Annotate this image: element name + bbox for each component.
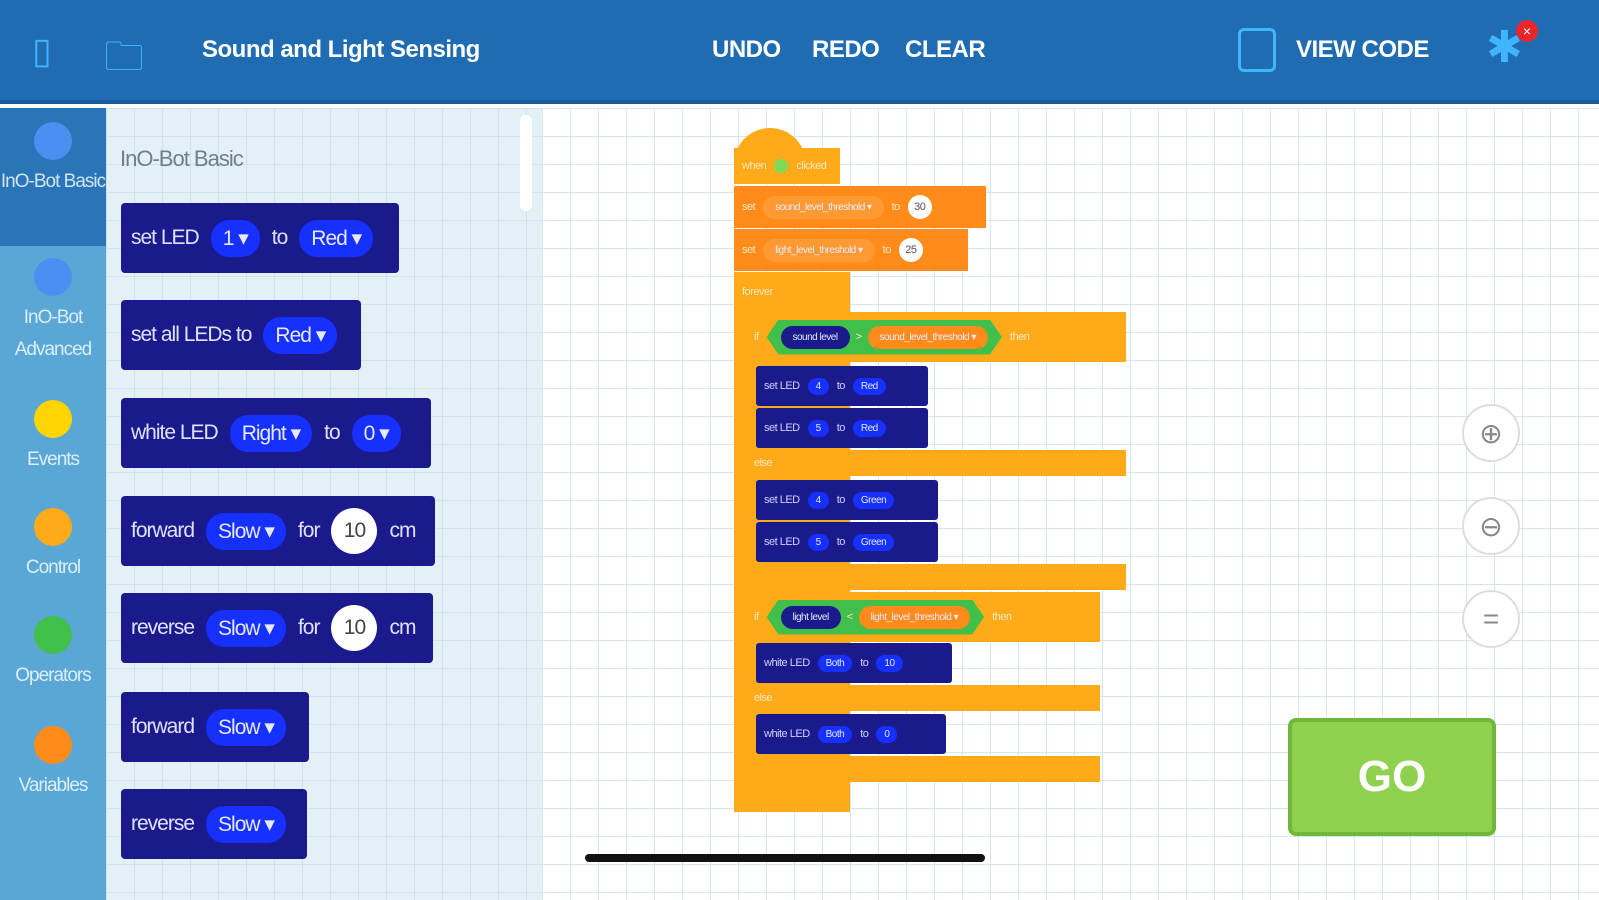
block-label: for [297, 519, 320, 542]
palette-block-forward-distance[interactable]: forward Slow ▾ for 10 cm [121, 496, 435, 566]
comparison-operator[interactable]: light level<light_level_threshold ▾ [767, 600, 985, 635]
project-title[interactable]: Sound and Light Sensing [202, 36, 480, 63]
category-dot [34, 508, 72, 546]
category-label: InO-Bot Advanced [14, 307, 93, 360]
block-label: to [271, 226, 288, 249]
palette-block-set-all-leds[interactable]: set all LEDs to Red ▾ [121, 300, 361, 370]
block-label: set all LEDs to [131, 323, 252, 346]
zoom-in-button[interactable]: ⊕ [1462, 404, 1520, 462]
color-dropdown[interactable]: Red ▾ [299, 219, 374, 257]
comparison-operator[interactable]: sound level>sound_level_threshold ▾ [767, 320, 1002, 355]
palette-block-set-led[interactable]: set LED 1 ▾ to Red ▾ [121, 203, 399, 273]
view-code-button[interactable]: VIEW CODE [1296, 36, 1429, 63]
value-input[interactable]: 30 [907, 195, 932, 219]
category-dot [34, 258, 72, 296]
category-inobot-advanced[interactable]: InO-Bot Advanced [0, 258, 106, 366]
block-label: reverse [131, 812, 195, 835]
level-dropdown[interactable]: 0 ▾ [351, 414, 401, 452]
led-dropdown[interactable]: 1 ▾ [210, 219, 260, 257]
if-end [746, 564, 1126, 590]
clear-button[interactable]: CLEAR [905, 36, 986, 63]
palette-block-reverse[interactable]: reverse Slow ▾ [121, 789, 307, 859]
palette-scrollbar[interactable] [520, 115, 532, 211]
palette-block-reverse-distance[interactable]: reverse Slow ▾ for 10 cm [121, 593, 433, 663]
disconnected-badge: × [1516, 20, 1538, 42]
category-label: Operators [15, 665, 91, 686]
speed-dropdown[interactable]: Slow ▾ [206, 609, 286, 647]
variable-dropdown[interactable]: light_level_threshold ▾ [763, 238, 875, 262]
category-operators[interactable]: Operators [0, 616, 106, 692]
distance-input[interactable]: 10 [331, 605, 378, 651]
save-icon[interactable]: ▯ [32, 30, 52, 71]
block-label: for [297, 616, 320, 639]
else-label: else [746, 450, 1126, 476]
reset-zoom-button[interactable]: = [1462, 590, 1520, 648]
color-dropdown[interactable]: Red ▾ [263, 316, 338, 354]
top-bar: ▯ 🗀 Sound and Light Sensing UNDO REDO CL… [0, 0, 1599, 104]
category-label: InO-Bot Basic [0, 171, 106, 192]
flag-icon [774, 159, 789, 173]
category-inobot-basic[interactable]: InO-Bot Basic [0, 108, 106, 246]
block-label: forward [131, 715, 195, 738]
distance-input[interactable]: 10 [331, 508, 378, 554]
variable-dropdown[interactable]: sound_level_threshold ▾ [763, 195, 884, 219]
light-level-reporter[interactable]: light level [781, 606, 841, 629]
block-label: forward [131, 519, 195, 542]
side-dropdown[interactable]: Right ▾ [229, 414, 313, 452]
block-label: reverse [131, 616, 195, 639]
if-end [746, 756, 1100, 782]
zoom-out-button[interactable]: ⊖ [1462, 497, 1520, 555]
go-button[interactable]: GO [1288, 718, 1496, 836]
palette-block-white-led[interactable]: white LED Right ▾ to 0 ▾ [121, 398, 431, 468]
category-variables[interactable]: Variables [0, 726, 106, 802]
category-label: Control [25, 557, 81, 578]
speed-dropdown[interactable]: Slow ▾ [206, 512, 286, 550]
else-label: else [746, 685, 1100, 711]
category-sidebar: InO-Bot Basic InO-Bot Advanced Events Co… [0, 108, 106, 900]
variable-reporter[interactable]: sound_level_threshold ▾ [868, 326, 988, 349]
category-dot [34, 726, 72, 764]
speed-dropdown[interactable]: Slow ▾ [206, 805, 286, 843]
home-indicator [585, 854, 985, 862]
category-dot [34, 400, 72, 438]
block-label: to [324, 421, 340, 444]
block-label: white LED [131, 421, 219, 444]
category-dot [34, 616, 72, 654]
sound-level-reporter[interactable]: sound level [781, 326, 850, 349]
category-events[interactable]: Events [0, 400, 106, 476]
category-label: Variables [18, 775, 89, 796]
folder-icon[interactable]: 🗀 [104, 35, 144, 79]
category-label: Events [26, 449, 80, 470]
redo-button[interactable]: REDO [812, 36, 880, 63]
unit-label: cm [389, 616, 416, 639]
value-input[interactable]: 25 [898, 238, 923, 262]
palette-block-forward[interactable]: forward Slow ▾ [121, 692, 309, 762]
undo-button[interactable]: UNDO [712, 36, 781, 63]
unit-label: cm [389, 519, 416, 542]
category-dot [34, 122, 72, 160]
speed-dropdown[interactable]: Slow ▾ [206, 708, 286, 746]
block-label: set LED [131, 226, 200, 249]
code-icon[interactable] [1238, 28, 1276, 72]
palette-title: InO-Bot Basic [120, 146, 244, 171]
category-control[interactable]: Control [0, 508, 106, 584]
variable-reporter[interactable]: light_level_threshold ▾ [859, 606, 970, 629]
